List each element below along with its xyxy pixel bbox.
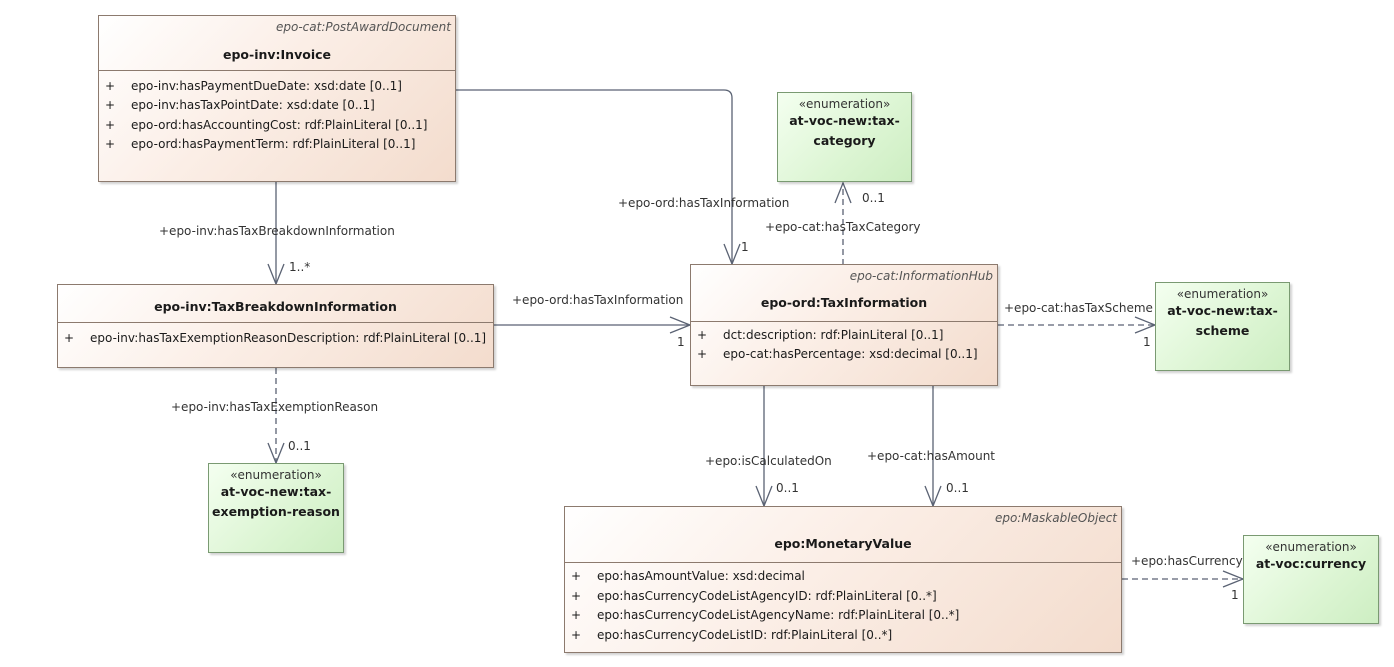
visibility-marker: + xyxy=(105,137,116,151)
role-label-has-tax-breakdown-information: +epo-inv:hasTaxBreakdownInformation xyxy=(159,224,395,238)
visibility-marker: + xyxy=(105,79,116,93)
attribute-row: + epo-cat:hasPercentage: xsd:decimal [0..… xyxy=(697,347,978,361)
multiplicity-label: 0..1 xyxy=(776,481,799,495)
role-label-is-calculated-on: +epo:isCalculatedOn xyxy=(705,454,832,468)
compartment-divider xyxy=(58,322,493,323)
attribute-row: + epo-ord:hasPaymentTerm: rdf:PlainLitera… xyxy=(105,137,415,151)
attribute-text: epo:hasCurrencyCodeListID: rdf:PlainLite… xyxy=(597,628,893,642)
visibility-marker: + xyxy=(697,347,708,361)
role-label-has-tax-information: +epo-ord:hasTaxInformation xyxy=(512,293,684,307)
enum-stereotype: «enumeration» xyxy=(1265,540,1357,554)
class-stereotype: epo:MaskableObject xyxy=(994,511,1117,525)
compartment-divider xyxy=(565,562,1121,563)
attribute-row: + epo-inv:hasPaymentDueDate: xsd:date [0.… xyxy=(105,79,402,93)
enum-name-line2: scheme xyxy=(1195,323,1250,338)
enum-name-line2: category xyxy=(813,133,876,148)
class-name: epo-ord:TaxInformation xyxy=(760,295,928,310)
class-tax-breakdown-information[interactable]: epo-inv:TaxBreakdownInformation + epo-inv… xyxy=(57,284,494,368)
multiplicity-label: 1 xyxy=(1231,588,1239,602)
enum-tax-category[interactable]: «enumeration» at-voc-new:tax- category xyxy=(777,92,912,182)
role-label-has-currency: +epo:hasCurrency xyxy=(1131,554,1243,568)
multiplicity-label: 1 xyxy=(1143,335,1151,349)
role-label-has-tax-category: +epo-cat:hasTaxCategory xyxy=(765,220,921,234)
attribute-text: epo-inv:hasTaxPointDate: xsd:date [0..1] xyxy=(131,98,375,112)
role-label-has-amount: +epo-cat:hasAmount xyxy=(867,449,996,463)
compartment-divider xyxy=(691,321,997,322)
class-stereotype: epo-cat:PostAwardDocument xyxy=(275,20,451,34)
attribute-row: + epo:hasCurrencyCodeListID: rdf:PlainLit… xyxy=(571,628,892,642)
attribute-row: + epo:hasAmountValue: xsd:decimal xyxy=(571,569,805,583)
attribute-text: dct:description: rdf:PlainLiteral [0..1] xyxy=(723,328,944,342)
attribute-row: + epo-inv:hasTaxPointDate: xsd:date [0..1… xyxy=(105,98,375,112)
attribute-text: epo:hasAmountValue: xsd:decimal xyxy=(597,569,805,583)
attribute-text: epo:hasCurrencyCodeListAgencyName: rdf:P… xyxy=(597,608,960,622)
visibility-marker: + xyxy=(697,328,708,342)
role-label-has-tax-exemption-reason: +epo-inv:hasTaxExemptionReason xyxy=(171,400,379,414)
class-name: epo-inv:Invoice xyxy=(223,47,331,62)
visibility-marker: + xyxy=(571,628,582,642)
attribute-text: epo-inv:hasTaxExemptionReasonDescription… xyxy=(90,331,487,345)
role-label-has-tax-scheme: +epo-cat:hasTaxScheme xyxy=(1004,301,1153,315)
enum-name-line1: at-voc-new:tax- xyxy=(220,484,332,499)
class-stereotype: epo-cat:InformationHub xyxy=(849,269,993,283)
edge-invoice-taxinfo xyxy=(456,89,733,264)
enum-name-line1: at-voc-new:tax- xyxy=(1167,303,1278,318)
enum-stereotype: «enumeration» xyxy=(1176,287,1269,301)
enum-stereotype: «enumeration» xyxy=(798,97,891,111)
attribute-text: epo-ord:hasPaymentTerm: rdf:PlainLiteral… xyxy=(131,137,416,151)
visibility-marker: + xyxy=(571,608,582,622)
enum-name-line2: exemption-reason xyxy=(212,504,340,519)
enum-currency[interactable]: «enumeration» at-voc:currency xyxy=(1243,535,1379,624)
attribute-row: + epo-ord:hasAccountingCost: rdf:PlainLit… xyxy=(105,118,427,132)
attribute-text: epo:hasCurrencyCodeListAgencyID: rdf:Pla… xyxy=(597,589,937,603)
class-tax-information[interactable]: epo-cat:InformationHub epo-ord:TaxInform… xyxy=(690,264,998,386)
visibility-marker: + xyxy=(571,589,582,603)
attribute-row: + dct:description: rdf:PlainLiteral [0..1… xyxy=(697,328,943,342)
attribute-row: + epo:hasCurrencyCodeListAgencyID: rdf:Pl… xyxy=(571,589,937,603)
attribute-row: + epo-inv:hasTaxExemptionReasonDescriptio… xyxy=(64,331,486,345)
attribute-row: + epo:hasCurrencyCodeListAgencyName: rdf:… xyxy=(571,608,959,622)
multiplicity-label: 0..1 xyxy=(946,481,969,495)
enum-name-line1: at-voc:currency xyxy=(1255,556,1367,571)
attribute-text: epo-cat:hasPercentage: xsd:decimal [0..1… xyxy=(723,347,978,361)
class-monetary-value[interactable]: epo:MaskableObject epo:MonetaryValue + ep… xyxy=(564,506,1122,653)
role-label-has-tax-information: +epo-ord:hasTaxInformation xyxy=(618,196,790,210)
class-name: epo-inv:TaxBreakdownInformation xyxy=(154,299,397,314)
enum-name-line1: at-voc-new:tax- xyxy=(789,113,900,128)
multiplicity-label: 1 xyxy=(677,335,685,349)
multiplicity-label: 1 xyxy=(741,240,749,254)
multiplicity-label: 0..1 xyxy=(288,439,311,453)
class-name: epo:MonetaryValue xyxy=(774,536,912,551)
visibility-marker: + xyxy=(105,98,116,112)
attribute-text: epo-ord:hasAccountingCost: rdf:PlainLite… xyxy=(131,118,428,132)
multiplicity-label: 0..1 xyxy=(862,191,885,205)
visibility-marker: + xyxy=(571,569,582,583)
class-invoice[interactable]: epo-cat:PostAwardDocument epo-inv:Invoic… xyxy=(98,15,456,182)
arrowhead-taxinfo-category xyxy=(834,181,852,204)
enum-tax-exemption-reason[interactable]: «enumeration» at-voc-new:tax- exemption-… xyxy=(208,463,344,553)
visibility-marker: + xyxy=(64,331,75,345)
enum-tax-scheme[interactable]: «enumeration» at-voc-new:tax- scheme xyxy=(1155,282,1290,371)
enum-stereotype: «enumeration» xyxy=(230,468,322,482)
compartment-divider xyxy=(99,70,455,71)
visibility-marker: + xyxy=(105,118,116,132)
attribute-text: epo-inv:hasPaymentDueDate: xsd:date [0..… xyxy=(131,79,402,93)
multiplicity-label: 1..* xyxy=(289,260,311,274)
